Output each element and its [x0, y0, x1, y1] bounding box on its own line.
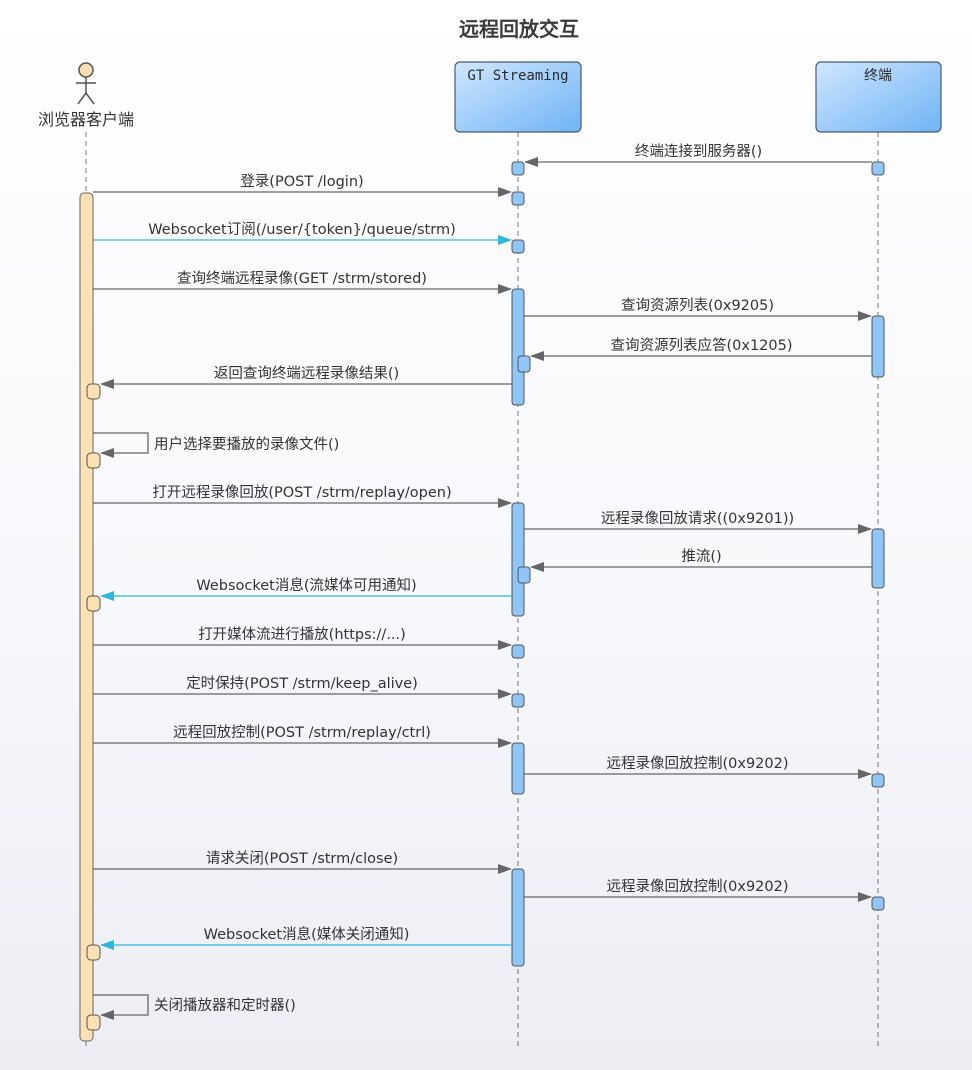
message-label: 查询资源列表应答(0x1205): [610, 336, 792, 354]
messages: 终端连接到服务器() 登录(POST /login) Websocket订阅(/us…: [93, 143, 872, 1020]
terminal-activation: [871, 315, 885, 378]
terminal-participant-label: 终端: [864, 68, 892, 84]
client-participant-label: 浏览器客户端: [38, 110, 134, 129]
message-label: 打开媒体流进行播放(https://...): [198, 626, 406, 643]
server-activation: [511, 742, 525, 795]
message-label: 查询资源列表(0x9205): [621, 297, 774, 314]
message-label: 请求关闭(POST /strm/close): [206, 850, 398, 867]
server-activation: [511, 868, 525, 967]
message-label: 关闭播放器和定时器(): [154, 997, 296, 1014]
message-label: 远程录像回放控制(0x9202): [606, 878, 788, 895]
message-label: 推流(): [681, 548, 721, 565]
message-label: 用户选择要播放的录像文件(): [154, 436, 339, 453]
message-label: Websocket消息(媒体关闭通知): [204, 926, 410, 943]
message-label: Websocket订阅(/user/{token}/queue/strm): [148, 221, 455, 238]
actor-icon: [76, 62, 96, 105]
message-label: 远程录像回放控制(0x9202): [606, 755, 788, 772]
message-label: Websocket消息(流媒体可用通知): [196, 577, 416, 594]
message-label: 查询终端远程录像(GET /strm/stored): [177, 270, 427, 287]
self-message-arrow: [93, 994, 149, 1020]
server-activation: [511, 288, 525, 406]
message-label: 登录(POST /login): [240, 173, 363, 190]
diagram-title: 远程回放交互: [459, 17, 579, 41]
server-participant-label: GT Streaming: [467, 68, 568, 84]
client-activation-markers: [86, 383, 101, 1031]
server-participant: GT Streaming: [454, 61, 582, 133]
message-label: 远程回放控制(POST /strm/replay/ctrl): [173, 724, 431, 741]
terminal-participant: 终端: [815, 61, 942, 133]
message-label: 返回查询终端远程录像结果(): [214, 365, 399, 382]
message-label: 打开远程录像回放(POST /strm/replay/open): [152, 484, 451, 501]
message-label: 远程录像回放请求((0x9201)): [601, 510, 794, 527]
terminal-activation: [871, 528, 885, 589]
activation-markers: [511, 161, 885, 911]
server-activation: [511, 502, 525, 617]
self-message-arrow: [93, 432, 149, 458]
message-label: 终端连接到服务器(): [635, 143, 762, 160]
message-label: 定时保持(POST /strm/keep_alive): [186, 675, 418, 692]
client-activation: [79, 192, 94, 1042]
